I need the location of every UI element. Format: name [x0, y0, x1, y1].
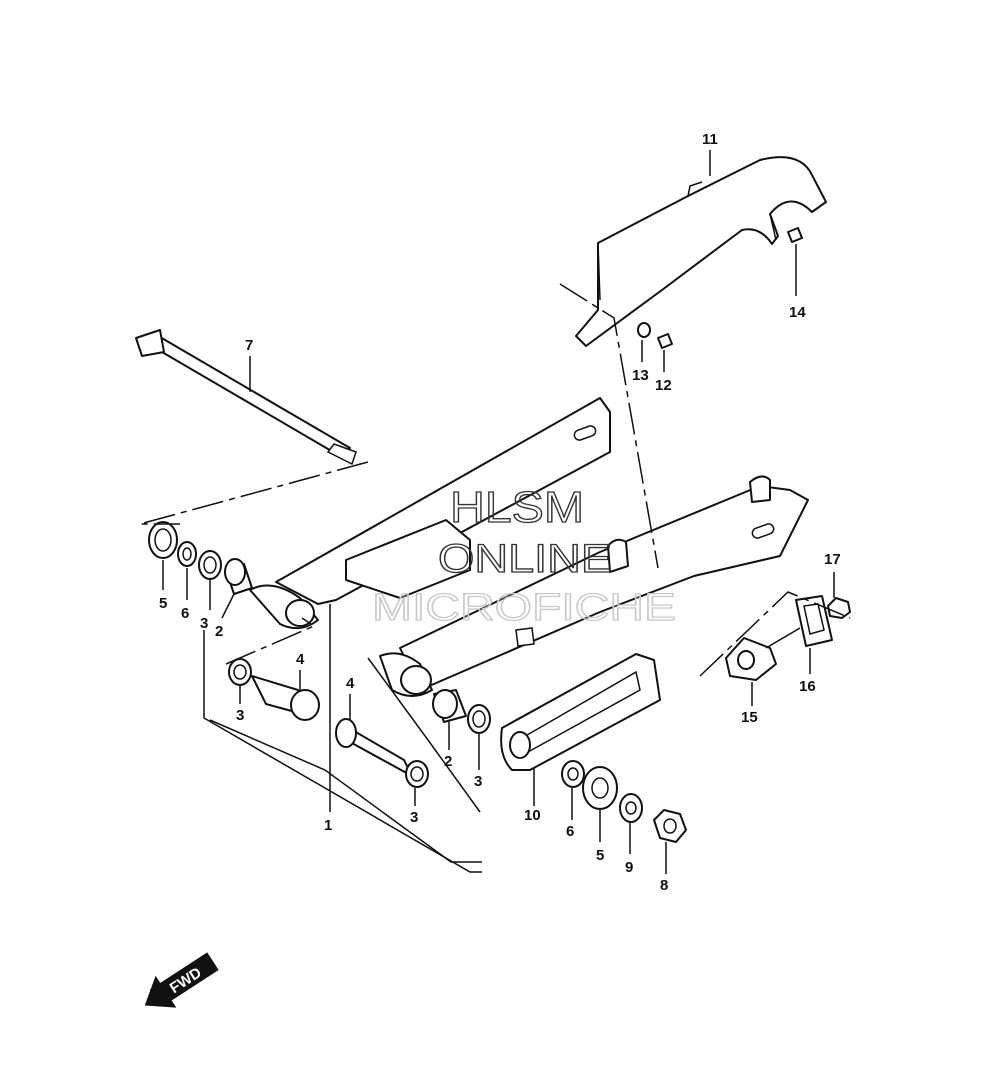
callout-leaders	[162, 150, 835, 874]
bushing-left[interactable]	[224, 558, 253, 595]
callout-17: 17	[824, 551, 841, 568]
washer-left[interactable]	[177, 541, 197, 567]
callout-12: 12	[655, 377, 672, 394]
bearing-right-outer[interactable]	[467, 704, 491, 734]
callout-1: 1	[324, 817, 332, 834]
callout-14: 14	[789, 304, 806, 321]
callout-2a: 2	[215, 623, 223, 640]
chain-adjuster[interactable]	[725, 627, 801, 681]
swingarm[interactable]	[249, 397, 809, 697]
dust-seal-right[interactable]	[582, 766, 618, 810]
callout-7: 7	[245, 337, 253, 354]
dust-seal-left[interactable]	[148, 521, 178, 559]
callout-11: 11	[702, 131, 718, 148]
spacer-left[interactable]	[251, 675, 320, 721]
callout-10: 10	[524, 807, 541, 824]
callout-13: 13	[632, 367, 649, 384]
forward-direction-arrow: FWD	[144, 952, 219, 1008]
adjuster-plate[interactable]	[795, 595, 833, 647]
callout-6b: 6	[566, 823, 574, 840]
callout-3d: 3	[474, 773, 482, 790]
callout-5a: 5	[159, 595, 167, 612]
callout-9: 9	[625, 859, 633, 876]
callout-16: 16	[799, 678, 816, 695]
pivot-axle[interactable]	[135, 329, 357, 466]
bearing-left-inner[interactable]	[228, 658, 252, 686]
callout-6a: 6	[181, 605, 189, 622]
bearing-left-outer[interactable]	[198, 550, 222, 580]
callout-3a: 3	[200, 615, 208, 632]
callout-15: 15	[741, 709, 758, 726]
washer-right[interactable]	[561, 760, 585, 788]
callout-labels: 1 2 2 3 3 3 3 4 4 5 5 6 6 7 8 9 10 11 12…	[159, 131, 841, 894]
watermark-line1: HLSM	[450, 483, 584, 532]
callout-8: 8	[660, 877, 668, 894]
thin-washer[interactable]	[619, 793, 643, 823]
callout-2b: 2	[444, 753, 452, 770]
watermark-line3: MICROFICHE	[372, 587, 676, 629]
callout-5b: 5	[596, 847, 604, 864]
bearing-right-inner[interactable]	[405, 760, 429, 788]
bushing-right[interactable]	[432, 689, 467, 723]
assembly-lines	[139, 283, 851, 873]
axle-nut[interactable]	[653, 809, 687, 843]
callout-3b: 3	[236, 707, 244, 724]
callout-4b: 4	[346, 675, 355, 692]
chain-buffer[interactable]	[500, 653, 661, 771]
callout-3c: 3	[410, 809, 418, 826]
washer-13[interactable]	[637, 322, 651, 338]
chain-case[interactable]	[575, 156, 827, 347]
watermark-line2: ONLINE	[438, 537, 612, 581]
spacer-right[interactable]	[335, 718, 413, 777]
adjuster-nut[interactable]	[827, 597, 851, 619]
bolt-12[interactable]	[657, 333, 673, 349]
watermark: HLSM ONLINE MICROFICHE	[371, 482, 676, 629]
bolt-14[interactable]	[787, 227, 803, 243]
callout-4a: 4	[296, 651, 305, 668]
